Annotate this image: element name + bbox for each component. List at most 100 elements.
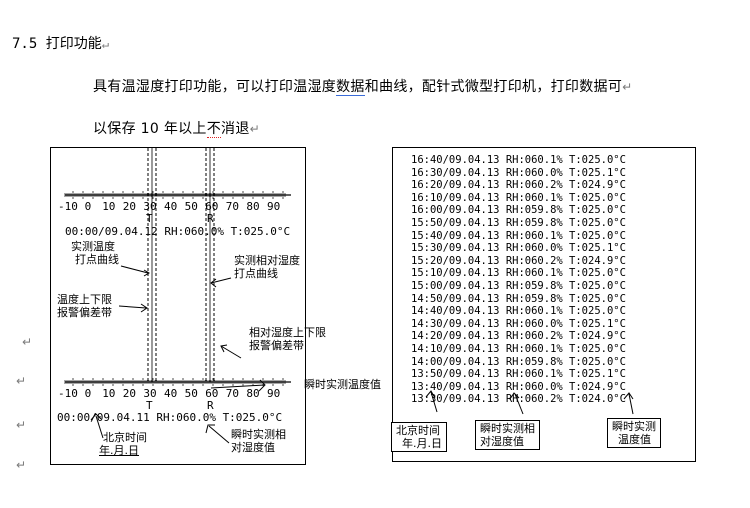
arrow-humidity-curve [210,277,232,284]
record-row: 14:20/09.04.13 RH:060.2% T:024.9°C [411,330,626,343]
callout-text: 温度值 [618,433,651,446]
record-row: 14:10/09.04.13 RH:060.1% T:025.0°C [411,342,626,355]
callout-beijing-time-right: 北京时间 年.月.日 [391,422,447,452]
callout-instant-temp: 瞬时实测温度值 [304,378,381,391]
marker-t: T [146,399,153,412]
callout-temp-curve: 实测温度 打点曲线 [71,240,119,266]
axis-tick-label: 20 [122,200,137,213]
callout-humidity-curve: 实测相对湿度 打点曲线 [234,254,300,280]
record-row: 15:40/09.04.13 RH:060.1% T:025.0°C [411,229,626,242]
axis-tick-label: 50 [184,387,198,400]
axis-tick-label: 40 [164,387,178,400]
arrow-instant-humidity [208,425,230,444]
paragraph-mark: ↵ [101,37,109,51]
paragraph-line-1: 具有温湿度打印功能，可以打印温湿度数据和曲线，配针式微型打印机，打印数据可↵ [93,76,632,96]
record-row: 14:30/09.04.13 RH:060.0% T:025.1°C [411,317,626,330]
record-row: 16:10/09.04.13 RH:060.1% T:025.0°C [411,191,626,204]
paragraph-text: 以保存 10 年以上 [93,121,207,137]
callout-text: 北京时间 [103,431,147,444]
axis-tick-label: 70 [225,200,240,213]
record-row: 16:00/09.04.13 RH:059.8% T:025.0°C [411,204,626,217]
axis-tick-label: 80 [246,387,260,400]
paragraph-text: 具有温湿度打印功能，可以打印温湿度 [93,79,337,95]
axis-tick-label: 90 [267,200,281,213]
callout-text: 报警偏差带 [249,339,304,352]
callout-text: 实测温度 [71,240,115,253]
record-row: 15:10/09.04.13 RH:060.1% T:025.0°C [411,267,626,280]
record-row: 13:40/09.04.13 RH:060.0% T:024.9°C [411,380,626,393]
callout-text: 瞬时实测相 [480,422,535,435]
callout-text: 打点曲线 [234,267,278,280]
axis-tick-label: 60 [205,200,219,213]
paragraph-mark: ↵ [16,374,27,388]
record-row: 15:00/09.04.13 RH:059.8% T:025.0°C [411,279,626,292]
arrow-instant-temp [210,384,265,389]
axis-tick-label: 30 [143,200,157,213]
axis-tick-label: 20 [122,387,137,400]
arrow-beijing-time [95,415,104,439]
callout-text: 北京时间 [396,424,440,437]
callout-temp-band: 温度上下限 报警偏差带 [57,293,112,319]
axis-tick-label: 10 [102,200,116,213]
curve-printout-panel: -10 0 10 20 30 40 50 60 70 80 90 T R 00:00/09.04.1… [50,147,326,465]
callout-humidity-band: 相对湿度上下限 报警偏差带 [249,326,326,352]
paragraph-mark: ↵ [22,335,33,349]
bottom-record: 00:00/09.04.11 RH:060.0% T:025.0°C [57,411,283,424]
callout-text: 瞬时实测 [612,420,656,433]
axis-tick-label: 70 [225,387,240,400]
record-row: 16:40/09.04.13 RH:060.1% T:025.0°C [411,154,626,166]
arrow-temp [628,393,634,415]
paragraph-mark: ↵ [622,80,633,94]
upper-axis-ticks [64,191,286,199]
callout-instant-temp-right: 瞬时实测 温度值 [607,418,661,448]
section-heading: 7.5 打印功能↵ [12,33,109,53]
axis-tick-label: 50 [184,200,198,213]
callout-instant-humidity: 瞬时实测相 对湿度值 [231,428,286,454]
callout-text: 实测相对湿度 [234,254,300,267]
data-printout-arrows [425,390,634,415]
record-row: 14:50/09.04.13 RH:059.8% T:025.0°C [411,292,626,305]
record-row: 13:30/09.04.13 RH:060.2% T:024.0°C [411,393,626,406]
marker-r: R [207,212,214,225]
marker-t: T [146,212,153,225]
marker-r: R [207,399,214,412]
paragraph-text: 消退 [221,121,250,137]
callout-text: 相对湿度上下限 [249,326,326,339]
axis-tick-label: -10 [58,387,78,400]
paragraph-text: 和曲线，配针式微型打印机，打印数据可 [364,79,623,95]
callout-text: 报警偏差带 [57,306,112,319]
record-row: 14:40/09.04.13 RH:060.1% T:025.0°C [411,305,626,318]
callout-text: 对湿度值 [480,435,524,448]
callout-text: 温度上下限 [57,293,112,306]
lower-axis-ticks [64,378,286,386]
arrow-temp-curve [120,265,149,274]
axis-tick-label: 40 [164,200,178,213]
callout-beijing-time: 北京时间 年.月.日 [87,431,147,457]
paragraph-mark: ↵ [16,458,27,472]
record-row: 13:50/09.04.13 RH:060.1% T:025.1°C [411,368,626,381]
section-heading-text: 7.5 打印功能 [12,36,102,52]
axis-tick-label: 0 [84,200,92,213]
callout-instant-humidity-right: 瞬时实测相 对湿度值 [475,420,540,450]
axis-tick-label: 60 [205,387,219,400]
axis-tick-label: 0 [84,387,92,400]
record-row: 16:30/09.04.13 RH:060.0% T:025.1°C [411,166,626,179]
arrow-time [430,391,438,413]
callout-text: 年.月.日 [402,437,442,450]
arrow-humidity-band [220,345,242,359]
paragraph-mark: ↵ [249,122,260,136]
record-row: 15:30/09.04.13 RH:060.0% T:025.1°C [411,242,626,255]
callout-text: 对湿度值 [231,441,275,454]
axis-tick-label: -10 [58,200,78,213]
record-row: 15:20/09.04.13 RH:060.2% T:024.9°C [411,254,626,267]
callout-text: 打点曲线 [75,253,119,266]
paragraph-mark: ↵ [16,418,27,432]
callout-text: 年.月.日 [99,444,139,457]
axis-tick-label: 30 [143,387,157,400]
paragraph-line-2: 以保存 10 年以上不消退↵ [93,118,260,138]
spellcheck-underlined-word: 数据 [336,79,365,96]
record-row: 16:20/09.04.13 RH:060.2% T:024.9°C [411,179,626,192]
curve-printout-drawing [64,148,291,444]
